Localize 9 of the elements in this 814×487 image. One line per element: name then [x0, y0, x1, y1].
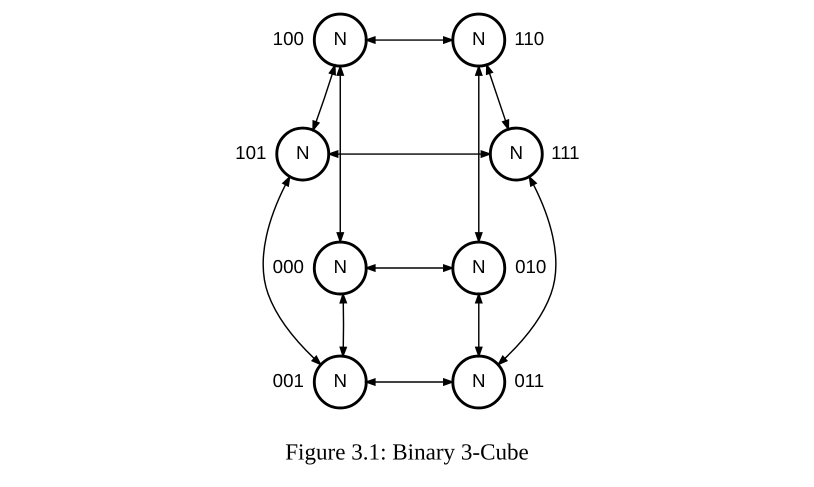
caption: Figure 3.1: Binary 3-Cube [285, 438, 529, 465]
node-label: 011 [514, 370, 544, 391]
node-label: 001 [272, 370, 304, 391]
node-label: 110 [514, 28, 544, 49]
node-label: 101 [235, 142, 266, 163]
node-label: 111 [551, 142, 580, 163]
node-label: 000 [272, 256, 304, 277]
node-label: 010 [515, 256, 546, 277]
node-label: 100 [272, 28, 304, 49]
